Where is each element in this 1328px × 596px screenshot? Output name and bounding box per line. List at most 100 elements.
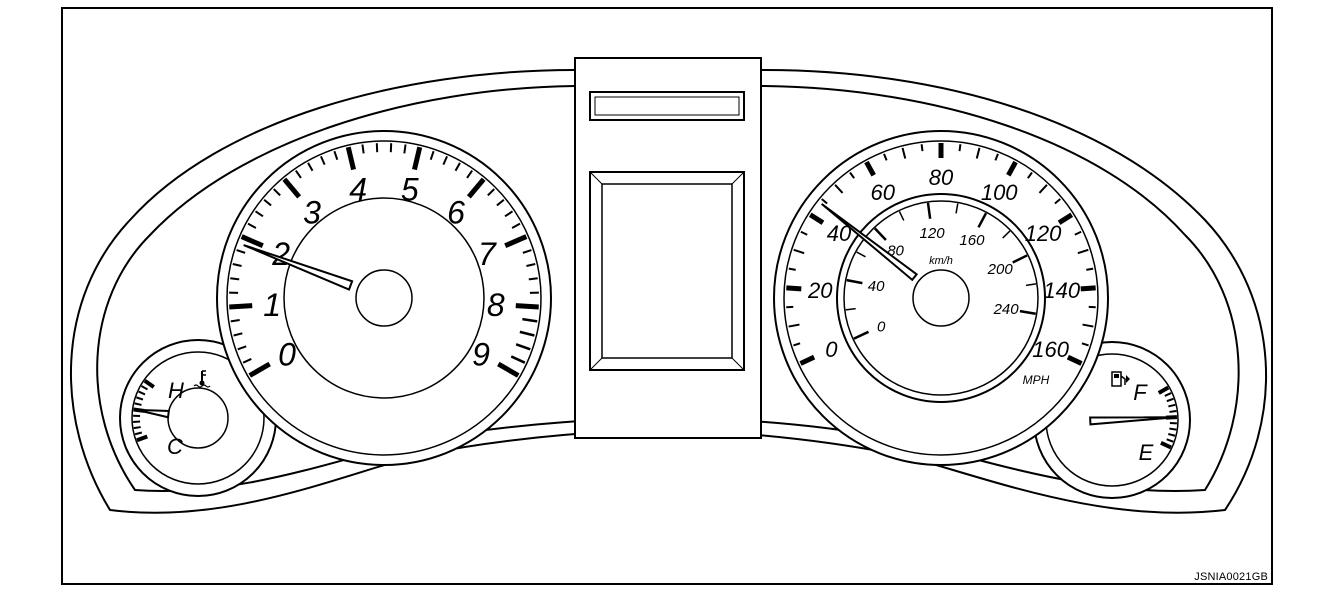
tachometer-tick <box>515 303 539 310</box>
fuel-tick <box>1169 409 1177 413</box>
diagram-frame <box>61 7 1273 585</box>
tachometer-tick <box>233 332 243 337</box>
speedometer-needle <box>820 203 919 282</box>
speedometer-mph-tick <box>864 160 876 177</box>
tachometer-tick <box>497 361 520 378</box>
tachometer-tick <box>504 234 528 249</box>
speedometer-mph-tick <box>1066 354 1083 366</box>
speedometer-mph-label: 100 <box>981 180 1018 205</box>
tachometer-tick <box>273 188 281 197</box>
tachometer-hub <box>355 269 413 327</box>
tachometer-tick <box>412 146 423 171</box>
tachometer-tick <box>254 210 264 218</box>
tachometer-tick <box>466 177 486 199</box>
speedometer-mph-tick <box>849 171 855 179</box>
fuel-tick <box>1168 403 1176 408</box>
tachometer-tick <box>361 144 365 154</box>
fuel-tick <box>1166 397 1174 403</box>
speedometer-mph-tick <box>1081 342 1089 347</box>
speedometer-mph-tick <box>975 147 981 159</box>
tachometer-label: 3 <box>303 195 321 231</box>
speedometer-kmh-tick <box>856 251 866 258</box>
speedometer-mph-tick <box>808 212 825 225</box>
tachometer-tick <box>403 144 407 154</box>
tachometer-tick <box>229 303 253 310</box>
speedometer-kmh-ticks <box>845 202 1037 340</box>
tachometer-tick <box>522 317 538 323</box>
tachometer-tick <box>526 263 536 267</box>
speedometer-mph-tick <box>793 248 805 255</box>
tachometer-label: 5 <box>401 172 419 208</box>
speedometer-mph-tick <box>1006 160 1018 177</box>
speedometer-mph-tick <box>788 267 796 271</box>
speedometer-kmh-tick <box>845 307 856 311</box>
tachometer-tick <box>429 150 435 161</box>
speedometer-kmh-tick <box>1025 283 1037 287</box>
center-display-top-window <box>589 91 745 121</box>
tachometer-tick <box>282 177 302 199</box>
speedometer-mph-tick <box>1080 285 1096 292</box>
tachometer-ticks <box>229 143 539 378</box>
tachometer-tick <box>237 345 247 351</box>
speedometer-mph-tick <box>1077 248 1089 255</box>
tachometer-tick <box>345 146 356 171</box>
speedometer-mph-tick <box>994 153 999 161</box>
tachometer-tick <box>232 263 242 267</box>
temperature-tick <box>136 434 148 443</box>
tachometer-label: 8 <box>487 287 505 323</box>
tachometer-tick <box>522 249 532 254</box>
fuel-tick <box>1157 385 1170 395</box>
speedometer-mph-tick <box>958 144 962 152</box>
speedometer-mph-ticks <box>786 143 1096 366</box>
temperature-tick <box>134 431 143 436</box>
tachometer-tick <box>528 277 538 281</box>
speedometer-mph-tick <box>800 230 808 236</box>
speedometer-kmh-tick <box>853 330 870 340</box>
fuel-tick <box>1168 433 1176 437</box>
speedometer-mph-tick <box>799 354 816 366</box>
speedometer-mph-label: 0 <box>825 337 838 362</box>
temperature-cold-label: C <box>167 434 183 459</box>
tachometer-tick <box>504 210 514 218</box>
fuel-full-label: F <box>1133 380 1148 405</box>
tachometer-tick <box>442 155 448 166</box>
fuel-pump-icon <box>1111 371 1130 387</box>
tachometer-tick <box>466 169 473 179</box>
center-display-main-window <box>589 171 745 371</box>
speedometer-kmh-tick <box>1019 309 1036 315</box>
speedometer-mph-tick <box>788 323 800 328</box>
tachometer-tick <box>240 234 264 249</box>
speedometer-kmh-tick <box>1012 254 1028 264</box>
tachometer-label: 2 <box>271 236 290 272</box>
speedometer-mph-tick <box>834 184 844 194</box>
tachometer-label: 1 <box>263 287 281 323</box>
speedometer-mph-tick <box>1054 198 1061 205</box>
tachometer-tick <box>454 162 461 172</box>
speedometer-mph-tick <box>786 285 802 292</box>
fuel-tick <box>1160 441 1172 450</box>
speedometer-mph-label: 80 <box>929 165 954 190</box>
speedometer-mph-tick <box>821 198 828 205</box>
fuel-tick <box>1166 438 1174 443</box>
tachometer-label: 7 <box>478 236 497 272</box>
tachometer-tick <box>515 343 531 351</box>
speedometer-mph-unit: MPH <box>1023 373 1050 387</box>
speedometer-kmh-tick <box>926 202 932 219</box>
speedometer-kmh-tick <box>977 212 988 228</box>
speedometer-mph-tick <box>901 147 907 159</box>
speedometer-kmh-label: 120 <box>920 225 946 242</box>
speedometer-mph-tick <box>1074 230 1082 236</box>
speedometer-mph-tick <box>1027 171 1033 179</box>
tachometer-tick <box>333 150 339 161</box>
temperature-needle <box>136 408 170 419</box>
tachometer-tick <box>511 222 521 229</box>
tachometer-label: 9 <box>472 337 490 373</box>
speedometer-mph-tick <box>883 153 888 161</box>
speedometer-mph-tick <box>1038 184 1048 194</box>
tachometer-tick <box>247 222 257 229</box>
tachometer-tick <box>230 319 240 323</box>
tachometer-tick <box>263 198 272 207</box>
